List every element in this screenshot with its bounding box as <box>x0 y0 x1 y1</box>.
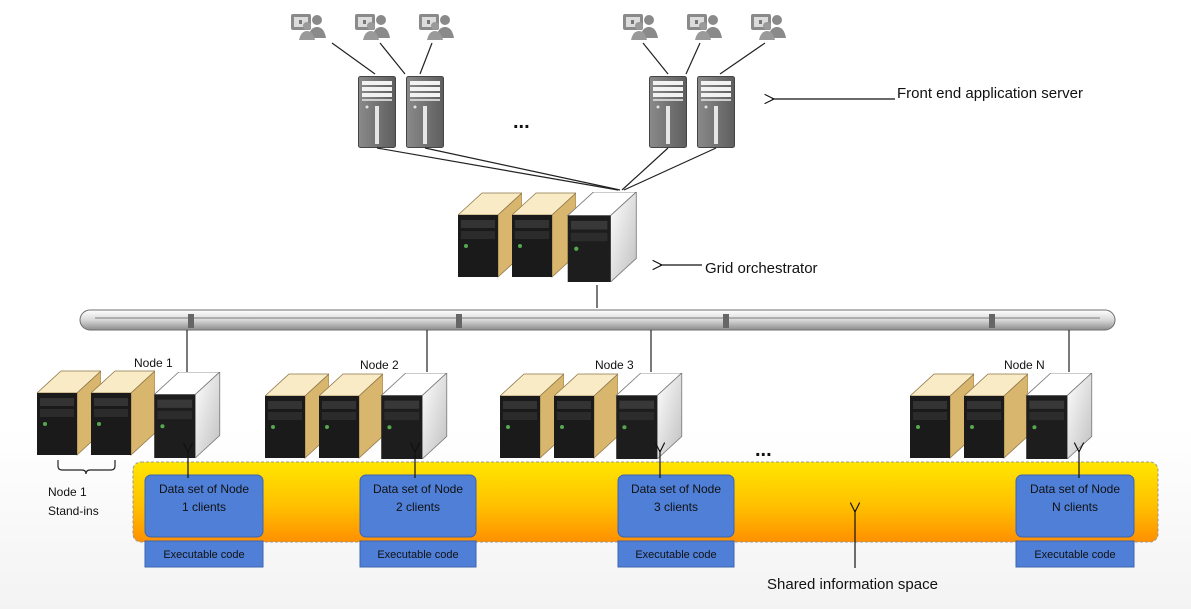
node-n-title: Node N <box>1004 358 1045 372</box>
rack-server-icon <box>1025 373 1093 459</box>
front-end-label: Front end application server <box>897 85 1083 102</box>
data-set-line1: Data set of Node <box>1030 482 1120 496</box>
user-server-links <box>331 42 766 75</box>
node-n-servers <box>910 373 1093 459</box>
server-orchestrator-links <box>376 147 717 191</box>
executable-code-label: Executable code <box>1034 549 1115 561</box>
executable-code-box <box>1015 540 1135 568</box>
ellipsis-nodes: ... <box>755 439 772 461</box>
user-group-icon <box>751 14 786 40</box>
user-group-icon <box>687 14 722 40</box>
executable-code-box <box>617 540 735 568</box>
executable-code-box <box>359 540 477 568</box>
data-set-box <box>144 474 264 538</box>
data-set-line1: Data set of Node <box>373 482 463 496</box>
bus-node-links <box>186 330 1070 372</box>
ellipsis-top: ... <box>513 111 530 133</box>
user-group-icon <box>623 14 658 40</box>
data-set-line2: N clients <box>1052 500 1098 514</box>
user-group-icon <box>291 14 326 40</box>
node-2-servers <box>265 373 448 459</box>
executable-code-label: Executable code <box>163 549 244 561</box>
rack-server-icon <box>380 373 448 459</box>
network-bus-icon <box>79 309 1116 331</box>
front-end-servers <box>358 76 735 148</box>
data-set-line2: 2 clients <box>396 500 440 514</box>
data-set-line2: 3 clients <box>654 500 698 514</box>
user-group-icon <box>419 14 454 40</box>
standins-label-line2: Stand-ins <box>48 504 99 518</box>
data-set-box <box>359 474 477 538</box>
node-1-title: Node 1 <box>134 356 173 370</box>
grid-orchestrator-label: Grid orchestrator <box>705 260 818 277</box>
rack-server-icon <box>153 372 221 458</box>
executable-code-box <box>144 540 264 568</box>
data-set-line1: Data set of Node <box>631 482 721 496</box>
tower-server-icon <box>649 76 687 148</box>
node-2-data: Data set of Node 2 clients Executable co… <box>359 474 477 568</box>
node-1-data: Data set of Node 1 clients Executable co… <box>144 474 264 568</box>
data-set-box <box>1015 474 1135 538</box>
tower-server-icon <box>406 76 444 148</box>
tower-server-icon <box>697 76 735 148</box>
node-n-data: Data set of Node N clients Executable co… <box>1015 474 1135 568</box>
standins-brace <box>57 460 116 475</box>
rack-server-icon <box>567 192 637 282</box>
user-group-icon <box>355 14 390 40</box>
node-3-data: Data set of Node 3 clients Executable co… <box>617 474 735 568</box>
data-set-box <box>617 474 735 538</box>
grid-orchestrator <box>458 192 637 282</box>
shared-space-label: Shared information space <box>767 576 938 593</box>
node-3-title: Node 3 <box>595 358 634 372</box>
executable-code-label: Executable code <box>377 549 458 561</box>
data-set-line1: Data set of Node <box>159 482 249 496</box>
data-set-line2: 1 clients <box>182 500 226 514</box>
tower-server-icon <box>358 76 396 148</box>
executable-code-label: Executable code <box>635 549 716 561</box>
node-3-servers <box>500 373 683 459</box>
node-1-servers <box>37 370 221 458</box>
user-groups-left <box>291 14 454 40</box>
rack-server-icon <box>615 373 683 459</box>
data-server-arrows <box>188 450 1079 478</box>
standins-label-line1: Node 1 <box>48 485 87 499</box>
user-groups-right <box>623 14 786 40</box>
node-2-title: Node 2 <box>360 358 399 372</box>
